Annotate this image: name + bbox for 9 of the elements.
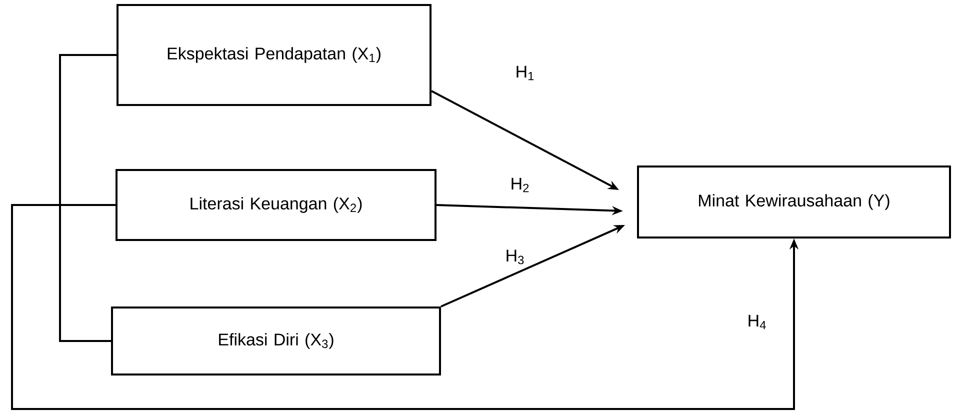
variable-box: Literasi Keuangan (X$_{2}$) — [116, 169, 436, 241]
edge-label: H$_{1}$ — [514, 64, 536, 82]
edge-label: H$_{2}$ — [509, 176, 531, 194]
edge-label: H$_{3}$ — [504, 248, 526, 266]
connector-line — [59, 54, 117, 342]
variable-box: Ekspektasi Pendapatan (X$_{1}$) — [116, 4, 432, 106]
variable-box: Efikasi Diri (X$_{3}$) — [111, 306, 441, 376]
variable-box: Minat Kewirausahaan (Y) — [637, 166, 951, 238]
edge-label: H$_{4}$ — [746, 314, 768, 330]
